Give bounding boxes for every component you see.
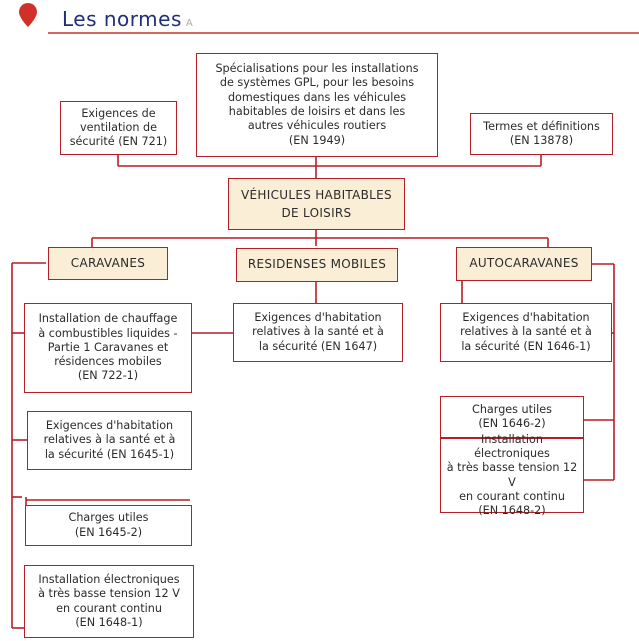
category-residenses-mobiles: RESIDENSES MOBILES xyxy=(236,248,398,282)
category-caravanes: CARAVANES xyxy=(48,247,168,280)
category-autocaravanes: AUTOCARAVANES xyxy=(456,247,592,281)
title-mark: A xyxy=(185,18,194,29)
box-autocaravanes-installation-en1648-2: Installation électroniques à très basse … xyxy=(440,433,584,517)
box-autocaravanes-charges-en1646-2: Charges utiles (EN 1646-2) xyxy=(440,396,584,438)
map-pin-icon xyxy=(19,3,37,27)
box-autocaravanes-exigences-en1646-1: Exigences d'habitation relatives à la sa… xyxy=(440,303,612,362)
box-vehicules-habitables: VÉHICULES HABITABLES DE LOISIRS xyxy=(228,178,405,230)
box-residenses-exigences-en1647: Exigences d'habitation relatives à la sa… xyxy=(233,303,403,362)
box-caravanes-charges-en1645-2: Charges utiles (EN 1645-2) xyxy=(25,505,192,546)
box-caravanes-installation-en1648-1: Installation électroniques à très basse … xyxy=(24,565,194,638)
box-gpl-en1949: Spécialisations pour les installations d… xyxy=(196,53,438,157)
box-ventilation-en721: Exigences de ventilation de sécurité (EN… xyxy=(60,101,177,155)
box-termes-en13878: Termes et définitions (EN 13878) xyxy=(470,113,613,155)
box-caravanes-chauffage-en722-1: Installation de chauffage à combustibles… xyxy=(24,303,192,393)
box-caravanes-exigences-en1645-1: Exigences d'habitation relatives à la sa… xyxy=(27,411,192,470)
page-title-text: Les normes xyxy=(62,7,182,31)
